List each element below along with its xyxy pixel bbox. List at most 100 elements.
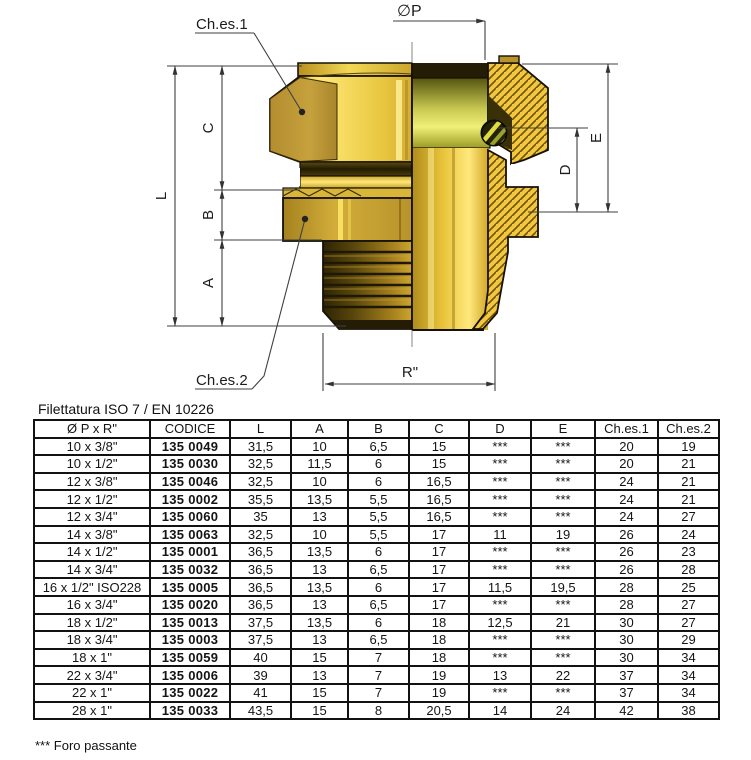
- column-header: CODICE: [149, 419, 231, 439]
- table-cell: 15: [290, 682, 349, 703]
- table-cell: ***: [468, 559, 532, 580]
- table-cell: 12 x 3/8": [33, 471, 151, 492]
- table-cell: 24: [594, 489, 659, 509]
- table-cell: 32,5: [229, 524, 292, 545]
- table-cell: 5,5: [347, 506, 410, 527]
- table-cell: 15: [290, 700, 349, 721]
- table-cell: 10 x 3/8": [33, 436, 151, 457]
- table-cell: 30: [594, 612, 659, 633]
- table-cell: 20: [594, 436, 659, 457]
- table-cell: 28: [594, 594, 659, 615]
- table-cell: 27: [657, 506, 720, 527]
- table-cell: 6: [347, 471, 410, 492]
- table-cell: 6,5: [347, 436, 410, 457]
- table-cell: ***: [468, 647, 532, 668]
- table-cell: 6: [347, 577, 410, 597]
- table-cell: 16,5: [408, 506, 470, 527]
- table-cell: 28: [594, 577, 659, 597]
- leader-dot-ches1: [298, 108, 306, 116]
- table-cell: 15: [408, 436, 470, 457]
- column-header: C: [408, 419, 470, 439]
- table-cell: 13: [290, 665, 349, 685]
- table-cell: 16 x 1/2" ISO228: [33, 577, 151, 597]
- table-cell: 11,5: [468, 577, 532, 597]
- groove-ring: [299, 161, 413, 177]
- table-cell: 32,5: [229, 471, 292, 492]
- table-cell: 11,5: [290, 454, 349, 474]
- footnote: *** Foro passante: [35, 738, 137, 753]
- table-cell: 32,5: [229, 454, 292, 474]
- table-cell: ***: [530, 559, 596, 580]
- table-cell: 14 x 1/2": [33, 542, 151, 562]
- table-cell: 21: [657, 471, 720, 492]
- table-cell: 10: [290, 471, 349, 492]
- column-header: Ø P x R": [33, 419, 151, 439]
- table-cell: 18: [408, 647, 470, 668]
- table-cell: 24: [594, 471, 659, 492]
- table-cell: 18: [408, 612, 470, 633]
- table-cell: 5,5: [347, 524, 410, 545]
- table-cell: 17: [408, 524, 470, 545]
- table-cell: 41: [229, 682, 292, 703]
- table-cell: 18: [408, 630, 470, 650]
- table-cell: 10: [290, 524, 349, 545]
- table-cell: 5,5: [347, 489, 410, 509]
- table-cell: 6: [347, 542, 410, 562]
- label-dia-p: ∅P: [397, 3, 422, 20]
- table-cell: ***: [530, 682, 596, 703]
- label-ches1: Ch.es.1: [196, 16, 248, 33]
- label-d: D: [557, 164, 574, 175]
- table-cell: ***: [468, 542, 532, 562]
- table-cell: 37,5: [229, 612, 292, 633]
- table-cell: 10: [290, 436, 349, 457]
- table-cell: 8: [347, 700, 410, 721]
- table-cell: 14: [468, 700, 532, 721]
- column-header: D: [468, 419, 532, 439]
- table-cell: ***: [468, 454, 532, 474]
- bore-wall: [412, 148, 488, 330]
- column-header: B: [347, 419, 410, 439]
- table-cell: 37: [594, 665, 659, 685]
- table-cell: 29: [657, 630, 720, 650]
- table-cell: 13,5: [290, 577, 349, 597]
- table-cell: 24: [530, 700, 596, 721]
- table-cell: 18 x 1": [33, 647, 151, 668]
- table-cell: 11: [468, 524, 532, 545]
- table-cell: ***: [530, 542, 596, 562]
- table-cell: 36,5: [229, 542, 292, 562]
- table-cell: 6,5: [347, 594, 410, 615]
- table-cell: 34: [657, 665, 720, 685]
- table-cell: ***: [468, 436, 532, 457]
- table-cell: 6,5: [347, 559, 410, 580]
- table-cell: ***: [468, 630, 532, 650]
- table-cell: 12 x 3/4": [33, 506, 151, 527]
- table-cell: ***: [468, 506, 532, 527]
- table-cell: 135 0059: [149, 647, 231, 668]
- table-cell: 27: [657, 594, 720, 615]
- table-cell: 40: [229, 647, 292, 668]
- table-cell: 34: [657, 682, 720, 703]
- table-cell: 39: [229, 665, 292, 685]
- table-cell: 31,5: [229, 436, 292, 457]
- table-cell: 135 0049: [149, 436, 231, 457]
- table-cell: 24: [657, 524, 720, 545]
- table-cell: 17: [408, 594, 470, 615]
- label-b: B: [200, 210, 217, 220]
- olive-ring: [480, 119, 508, 147]
- extension-lines: [167, 21, 618, 391]
- table-cell: 19: [530, 524, 596, 545]
- table-cell: 35,5: [229, 489, 292, 509]
- table-cell: 37: [594, 682, 659, 703]
- table-cell: 22 x 1": [33, 682, 151, 703]
- table-cell: 25: [657, 577, 720, 597]
- table-cell: ***: [530, 489, 596, 509]
- label-a: A: [200, 278, 217, 288]
